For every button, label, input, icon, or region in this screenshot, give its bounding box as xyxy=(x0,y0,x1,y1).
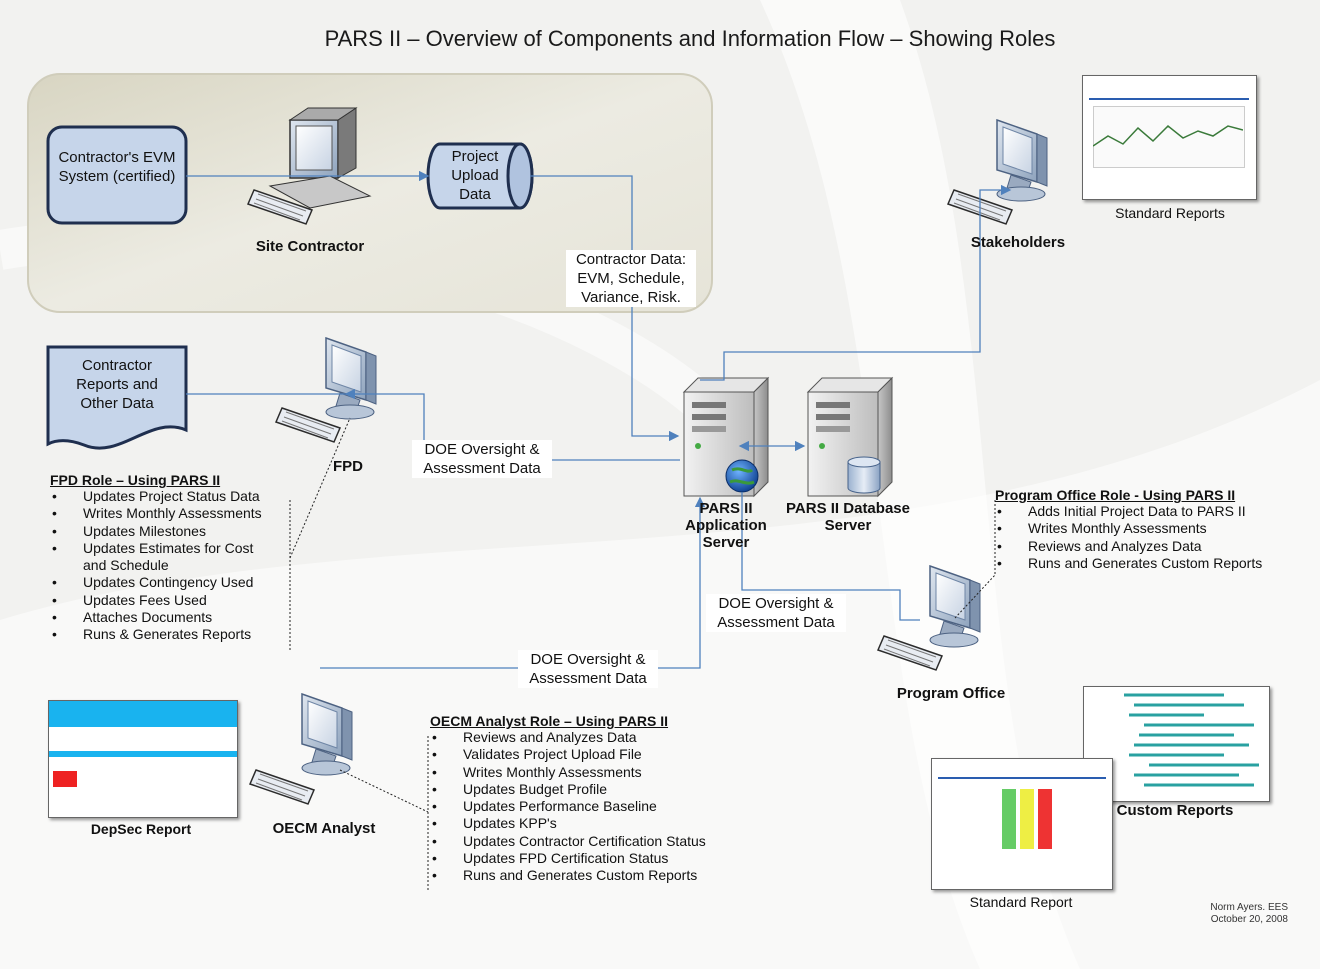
site-contractor-label: Site Contractor xyxy=(255,238,365,255)
site-contractor-computer-icon xyxy=(247,107,372,225)
stakeholders-label: Stakeholders xyxy=(970,234,1066,251)
program-office-role-list: Adds Initial Project Data to PARS II Wri… xyxy=(995,503,1295,572)
standard-report-label: Standard Report xyxy=(969,894,1073,910)
list-item: Writes Monthly Assessments xyxy=(995,520,1295,538)
project-upload-data-node: Project Upload Data xyxy=(451,148,499,203)
list-item: Updates Fees Used xyxy=(50,592,290,610)
standard-report-thumbnail-icon xyxy=(931,758,1113,890)
custom-reports-thumbnail-icon xyxy=(1083,686,1270,802)
list-item: Updates Estimates for Cost and Schedule xyxy=(50,540,268,575)
list-item: Reviews and Analyzes Data xyxy=(995,538,1295,556)
list-item: Reviews and Analyzes Data xyxy=(430,729,750,747)
oecm-analyst-label: OECM Analyst xyxy=(272,820,376,837)
list-item: Updates Budget Profile xyxy=(430,781,750,799)
standard-reports-thumbnail-icon xyxy=(1082,75,1257,200)
list-item: Attaches Documents xyxy=(50,609,290,627)
list-item: Updates Performance Baseline xyxy=(430,798,750,816)
list-item: Updates Contingency Used xyxy=(50,574,290,592)
oecm-oversight-flow-label: DOE Oversight & Assessment Data xyxy=(518,650,658,688)
app-server-label: PARS II Application Server xyxy=(685,500,767,551)
list-item: Updates Milestones xyxy=(50,523,290,541)
standard-reports-label: Standard Reports xyxy=(1115,205,1225,221)
page-title: PARS II – Overview of Components and Inf… xyxy=(324,26,1056,51)
list-item: Updates FPD Certification Status xyxy=(430,850,750,868)
custom-reports-label: Custom Reports xyxy=(1116,802,1234,819)
depsec-report-thumbnail-icon xyxy=(48,700,238,818)
db-server-label: PARS II Database Server xyxy=(786,500,910,534)
oecm-role-title: OECM Analyst Role – Using PARS II xyxy=(430,713,669,729)
program-office-label: Program Office xyxy=(896,685,1006,702)
program-office-role-title: Program Office Role - Using PARS II xyxy=(995,487,1236,503)
list-item: Updates Project Status Data xyxy=(50,488,290,506)
contractor-evm-system-node: Contractor's EVM System (certified) xyxy=(58,149,176,185)
list-item: Runs & Generates Reports xyxy=(50,626,290,644)
list-item: Writes Monthly Assessments xyxy=(430,764,750,782)
contractor-reports-node: Contractor Reports and Other Data xyxy=(76,357,158,412)
contractor-data-flow-label: Contractor Data: EVM, Schedule, Variance… xyxy=(566,250,696,307)
oecm-role-list: Reviews and Analyzes Data Validates Proj… xyxy=(430,729,750,885)
list-item: Runs and Generates Custom Reports xyxy=(430,867,750,885)
program-oversight-flow-label: DOE Oversight & Assessment Data xyxy=(706,594,846,632)
depsec-report-label: DepSec Report xyxy=(90,821,192,837)
fpd-role-title: FPD Role – Using PARS II xyxy=(50,472,221,488)
fpd-role-list: Updates Project Status Data Writes Month… xyxy=(50,488,290,644)
list-item: Updates Contractor Certification Status xyxy=(430,833,750,851)
fpd-label: FPD xyxy=(333,458,363,475)
list-item: Writes Monthly Assessments xyxy=(50,505,290,523)
list-item: Validates Project Upload File xyxy=(430,746,750,764)
fpd-oversight-flow-label: DOE Oversight & Assessment Data xyxy=(412,440,552,478)
author-credit: Norm Ayers. EES October 20, 2008 xyxy=(1210,902,1288,925)
list-item: Adds Initial Project Data to PARS II xyxy=(995,503,1295,521)
list-item: Updates KPP's xyxy=(430,815,750,833)
oecm-role-panel: OECM Analyst Role – Using PARS II Review… xyxy=(430,713,750,885)
fpd-role-panel: FPD Role – Using PARS II Updates Project… xyxy=(50,472,290,644)
list-item: Runs and Generates Custom Reports xyxy=(995,555,1295,573)
program-office-role-panel: Program Office Role - Using PARS II Adds… xyxy=(995,487,1295,572)
